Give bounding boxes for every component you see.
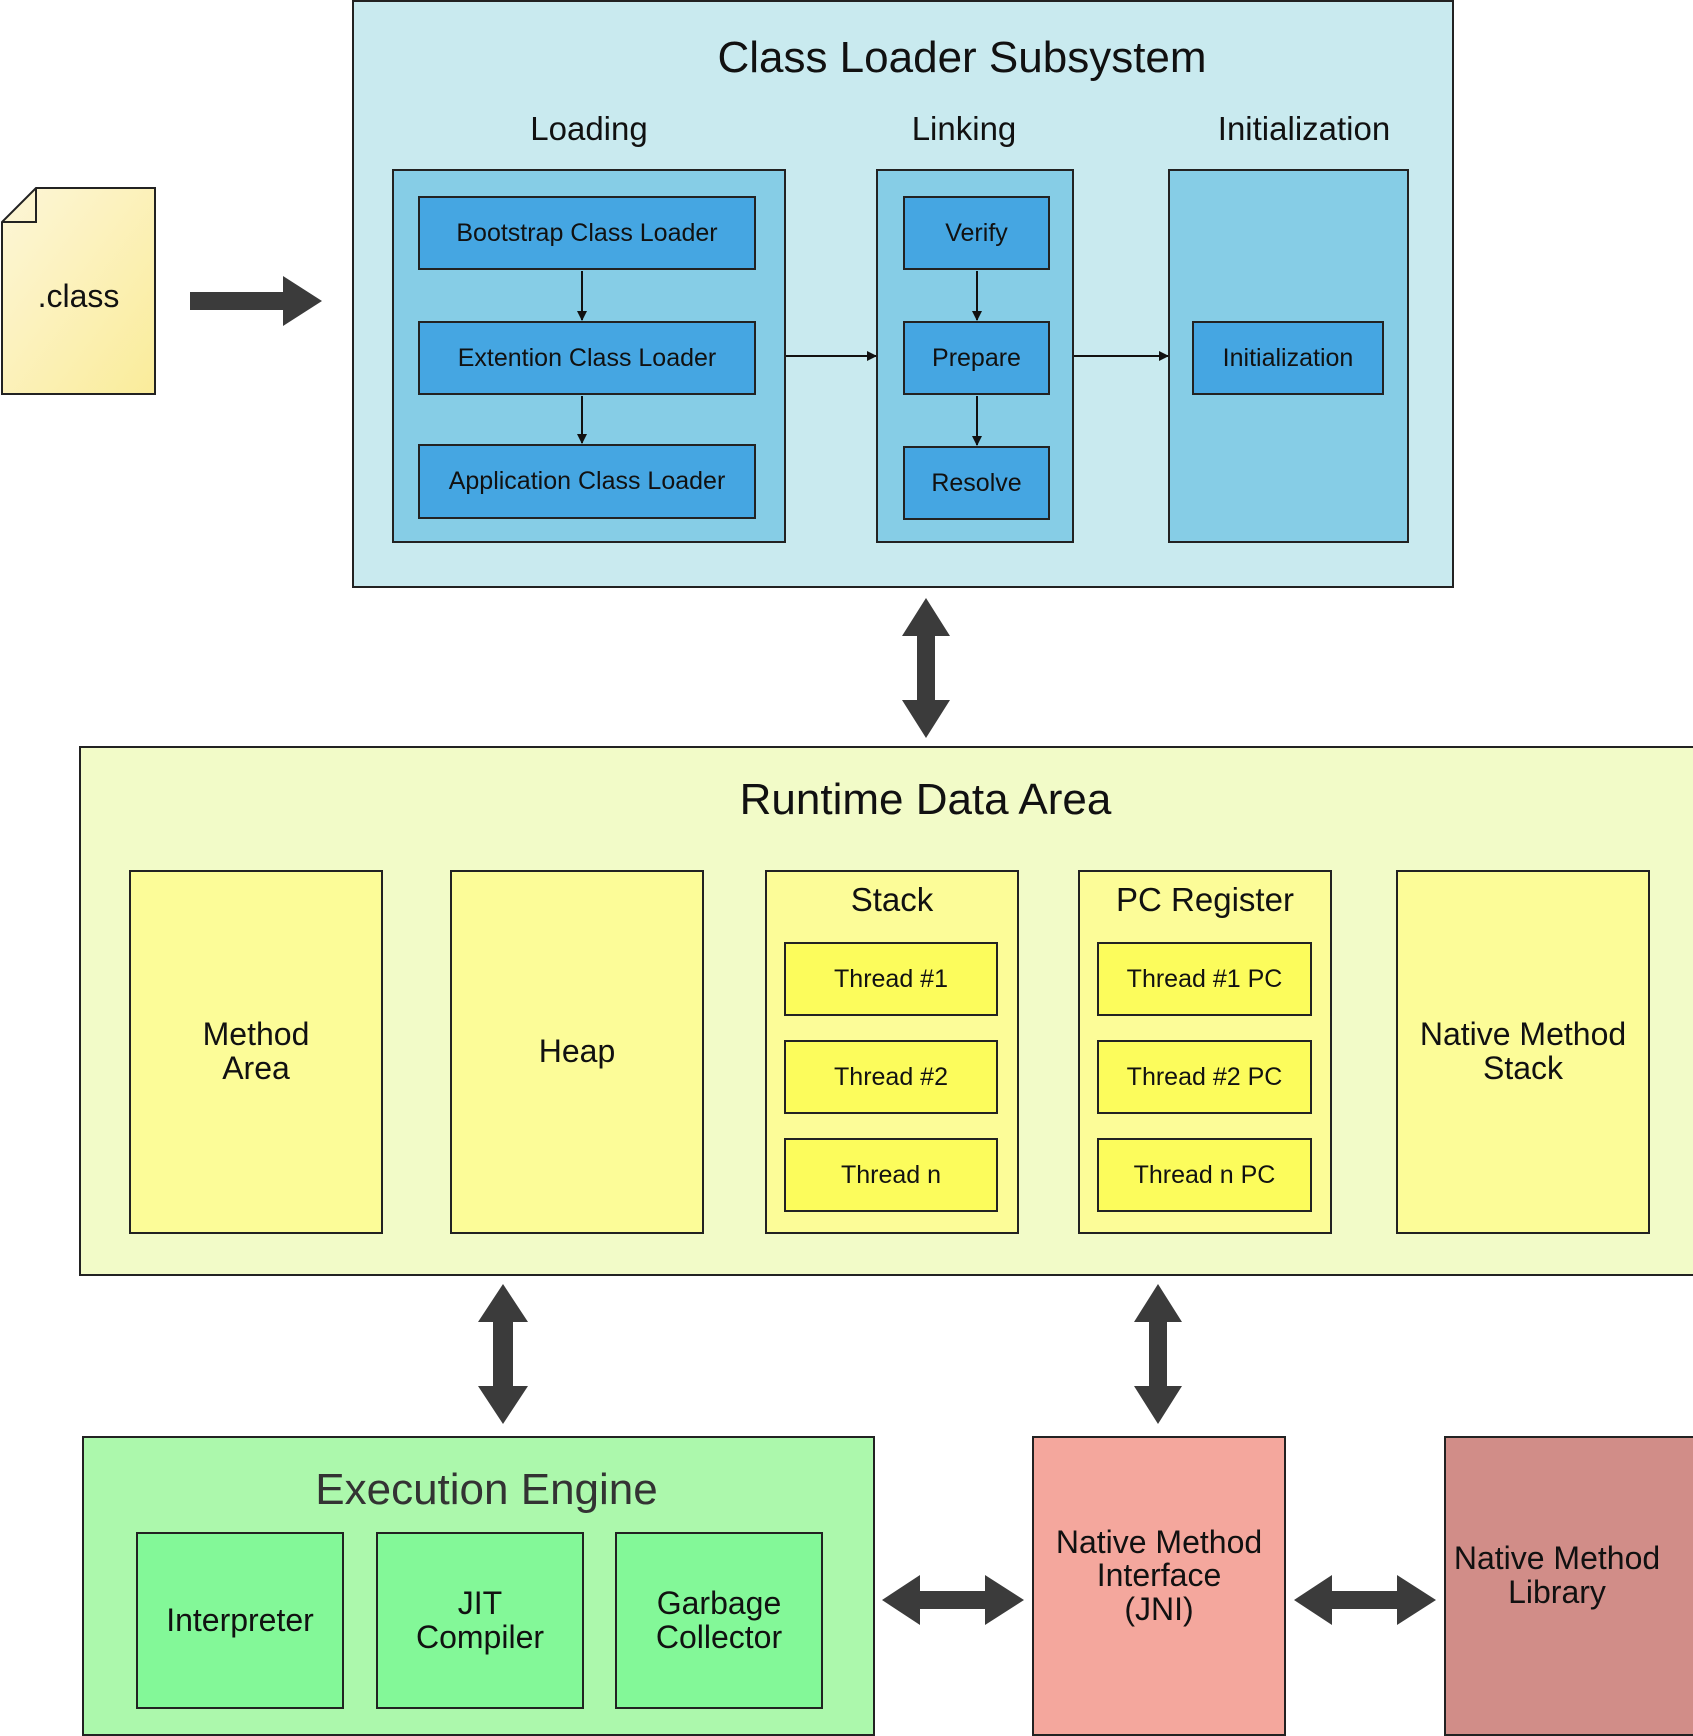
pc-thread-n: Thread n PC bbox=[1097, 1138, 1312, 1212]
class-file-arrow bbox=[190, 276, 322, 326]
native-method-stack: Native Method Stack bbox=[1396, 870, 1650, 1234]
interpreter-label: Interpreter bbox=[166, 1601, 314, 1638]
bootstrap-class-loader: Bootstrap Class Loader bbox=[418, 196, 756, 270]
heap-label: Heap bbox=[538, 1033, 616, 1070]
runtime-data-area-title: Runtime Data Area bbox=[739, 775, 1112, 824]
prepare-step: Prepare bbox=[903, 321, 1050, 395]
stack-title: Stack bbox=[850, 881, 934, 918]
native-interface-library-arrow bbox=[1294, 1575, 1436, 1625]
linking-title: Linking bbox=[911, 110, 1017, 147]
native-library-line-2: Library bbox=[1508, 1574, 1606, 1610]
method-area: Method Area bbox=[129, 870, 383, 1234]
jit-compiler-line-1: JIT bbox=[457, 1584, 503, 1621]
native-method-library: Native Method Library bbox=[1444, 1436, 1693, 1736]
loading-title: Loading bbox=[530, 110, 648, 147]
interpreter: Interpreter bbox=[136, 1532, 344, 1709]
method-area-line-2: Area bbox=[222, 1050, 290, 1086]
class-file-icon bbox=[1, 187, 156, 395]
runtime-execution-arrow bbox=[478, 1284, 528, 1424]
native-interface-line-2: Interface bbox=[1096, 1557, 1222, 1594]
native-interface-line-1: Native Method bbox=[1055, 1523, 1263, 1560]
pc-thread-1: Thread #1 PC bbox=[1097, 942, 1312, 1016]
classloader-runtime-arrow bbox=[902, 598, 950, 738]
class-loader-title: Class Loader Subsystem bbox=[717, 33, 1207, 82]
native-interface-line-3: (JNI) bbox=[1124, 1590, 1194, 1627]
initialization-step: Initialization bbox=[1192, 321, 1384, 395]
method-area-line-1: Method bbox=[202, 1016, 310, 1053]
execution-native-interface-arrow bbox=[882, 1575, 1024, 1625]
pc-thread-2: Thread #2 PC bbox=[1097, 1040, 1312, 1114]
verify-step: Verify bbox=[903, 196, 1050, 270]
runtime-native-interface-arrow bbox=[1134, 1284, 1182, 1424]
garbage-collector-line-1: Garbage bbox=[656, 1584, 782, 1621]
pc-register-title: PC Register bbox=[1116, 881, 1294, 918]
class-file-label: .class bbox=[37, 277, 120, 314]
jit-compiler: JIT Compiler bbox=[376, 1532, 584, 1709]
native-library-line-1: Native Method bbox=[1453, 1540, 1661, 1577]
stack-thread-1: Thread #1 bbox=[784, 942, 998, 1016]
garbage-collector: Garbage Collector bbox=[615, 1532, 823, 1709]
stack-thread-2: Thread #2 bbox=[784, 1040, 998, 1114]
heap: Heap bbox=[450, 870, 704, 1234]
native-method-stack-line-1: Native Method bbox=[1419, 1016, 1627, 1053]
stack-thread-n: Thread n bbox=[784, 1138, 998, 1212]
resolve-step: Resolve bbox=[903, 446, 1050, 520]
application-class-loader: Application Class Loader bbox=[418, 444, 756, 519]
class-file: .class bbox=[0, 186, 157, 396]
native-method-interface: Native Method Interface (JNI) bbox=[1032, 1436, 1286, 1736]
native-method-stack-line-2: Stack bbox=[1482, 1050, 1564, 1086]
jit-compiler-line-2: Compiler bbox=[415, 1618, 545, 1655]
execution-engine-title: Execution Engine bbox=[315, 1465, 658, 1514]
extension-class-loader: Extention Class Loader bbox=[418, 321, 756, 395]
initialization-title: Initialization bbox=[1217, 110, 1391, 147]
garbage-collector-line-2: Collector bbox=[655, 1618, 783, 1655]
